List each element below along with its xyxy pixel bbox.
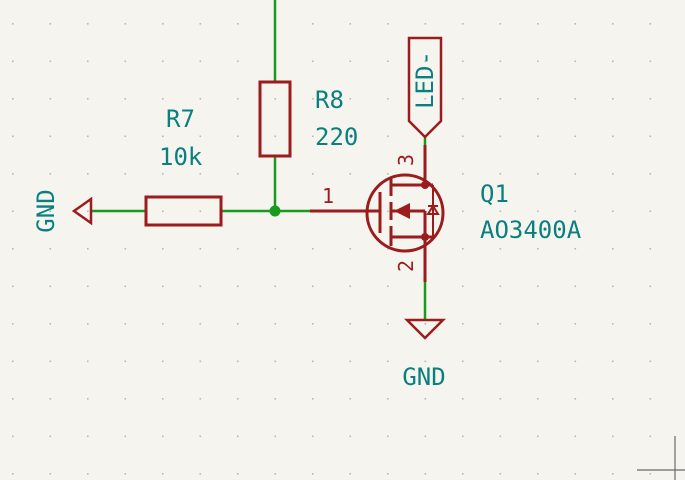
gnd-symbol-bottom[interactable]	[403, 318, 447, 340]
q1-ref: Q1	[480, 180, 509, 208]
wires	[91, 0, 427, 320]
grid-dots	[12, 23, 652, 475]
q1-diode-triangle	[426, 204, 440, 215]
net-label-led-minus[interactable]	[407, 36, 443, 139]
q1-body-circle	[365, 173, 445, 253]
r8-value: 220	[315, 123, 358, 151]
q1-pin-source: 2	[394, 260, 418, 272]
resistor-r7-body	[144, 195, 223, 227]
page-border-corner	[637, 436, 685, 480]
gnd-bottom-label: GND	[402, 363, 445, 391]
led-minus-label: LED-	[411, 51, 439, 109]
q1-pin-gate: 1	[322, 184, 334, 208]
mosfet-q1[interactable]	[310, 145, 445, 282]
q1-pin-drain: 3	[394, 154, 418, 166]
q1-arrow	[394, 203, 410, 219]
gnd-bottom-triangle	[403, 318, 447, 340]
resistor-r8[interactable]	[258, 80, 292, 158]
resistor-r8-body	[258, 80, 292, 158]
gnd-left-label: GND	[32, 189, 60, 232]
junction-dot	[269, 205, 281, 217]
gnd-left-triangle	[71, 196, 93, 226]
led-label-outline	[407, 36, 443, 139]
resistor-r7[interactable]	[144, 195, 223, 227]
r7-value: 10k	[159, 143, 203, 171]
gnd-symbol-left[interactable]	[71, 196, 93, 226]
r7-ref: R7	[166, 105, 195, 133]
r8-ref: R8	[315, 86, 344, 114]
q1-value: AO3400A	[480, 216, 582, 244]
q1-node-source	[421, 233, 429, 241]
q1-node-drain	[421, 181, 429, 189]
